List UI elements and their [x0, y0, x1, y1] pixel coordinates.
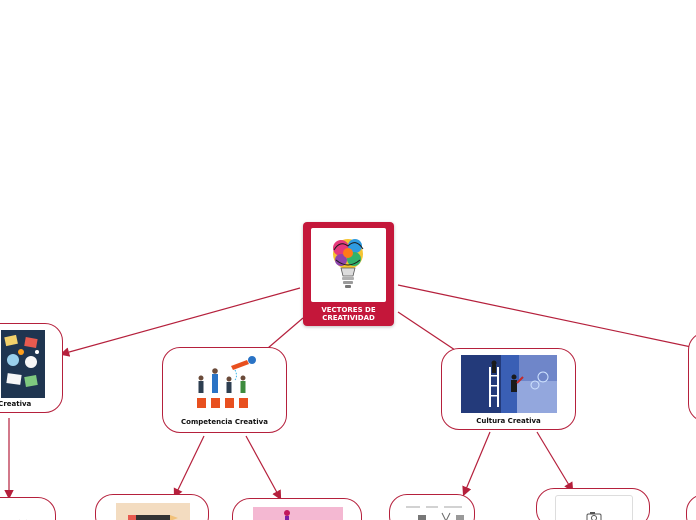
node-left-creativa[interactable]: e Creativa	[0, 323, 63, 413]
pink-image	[253, 507, 343, 520]
competencia-label: Competencia Creativa	[181, 418, 268, 426]
node-cultura-child2[interactable]	[536, 488, 650, 520]
link-competencia-child2	[245, 435, 282, 501]
node-cultura-child1[interactable]	[389, 494, 475, 520]
root-label: VECTORES DE CREATIVIDAD	[303, 306, 394, 322]
root-label-line1: VECTORES DE	[321, 306, 376, 314]
root-label-line2: CREATIVIDAD	[322, 314, 375, 322]
sketch-image	[404, 503, 466, 520]
link-root-right	[397, 284, 696, 349]
pencil-image	[116, 503, 190, 520]
root-node[interactable]: VECTORES DE CREATIVIDAD	[303, 222, 394, 326]
link-cultura-child1	[462, 431, 491, 497]
node-competencia-child1[interactable]	[95, 494, 209, 520]
link-root-left	[59, 287, 301, 357]
node-competencia-child2[interactable]	[232, 498, 362, 520]
node-left-child[interactable]	[0, 497, 56, 520]
camera-icon	[555, 495, 633, 520]
link-root-cultura	[397, 311, 459, 353]
link-cultura-child2	[536, 431, 574, 493]
cultura-label: Cultura Creativa	[476, 417, 541, 425]
node-competencia-creativa[interactable]: Competencia Creativa	[162, 347, 287, 433]
node-left-child-image	[5, 510, 45, 520]
competencia-image	[191, 352, 261, 410]
node-cultura-creativa[interactable]: Cultura Creativa	[441, 348, 576, 430]
node-left-label: e Creativa	[0, 400, 32, 408]
node-right-offscreen[interactable]	[688, 332, 696, 422]
link-competencia-child1	[173, 435, 205, 499]
node-left-image	[1, 330, 45, 398]
lightbulb-icon	[311, 228, 386, 302]
cultura-image	[461, 355, 557, 413]
link-root-competencia	[267, 317, 304, 349]
